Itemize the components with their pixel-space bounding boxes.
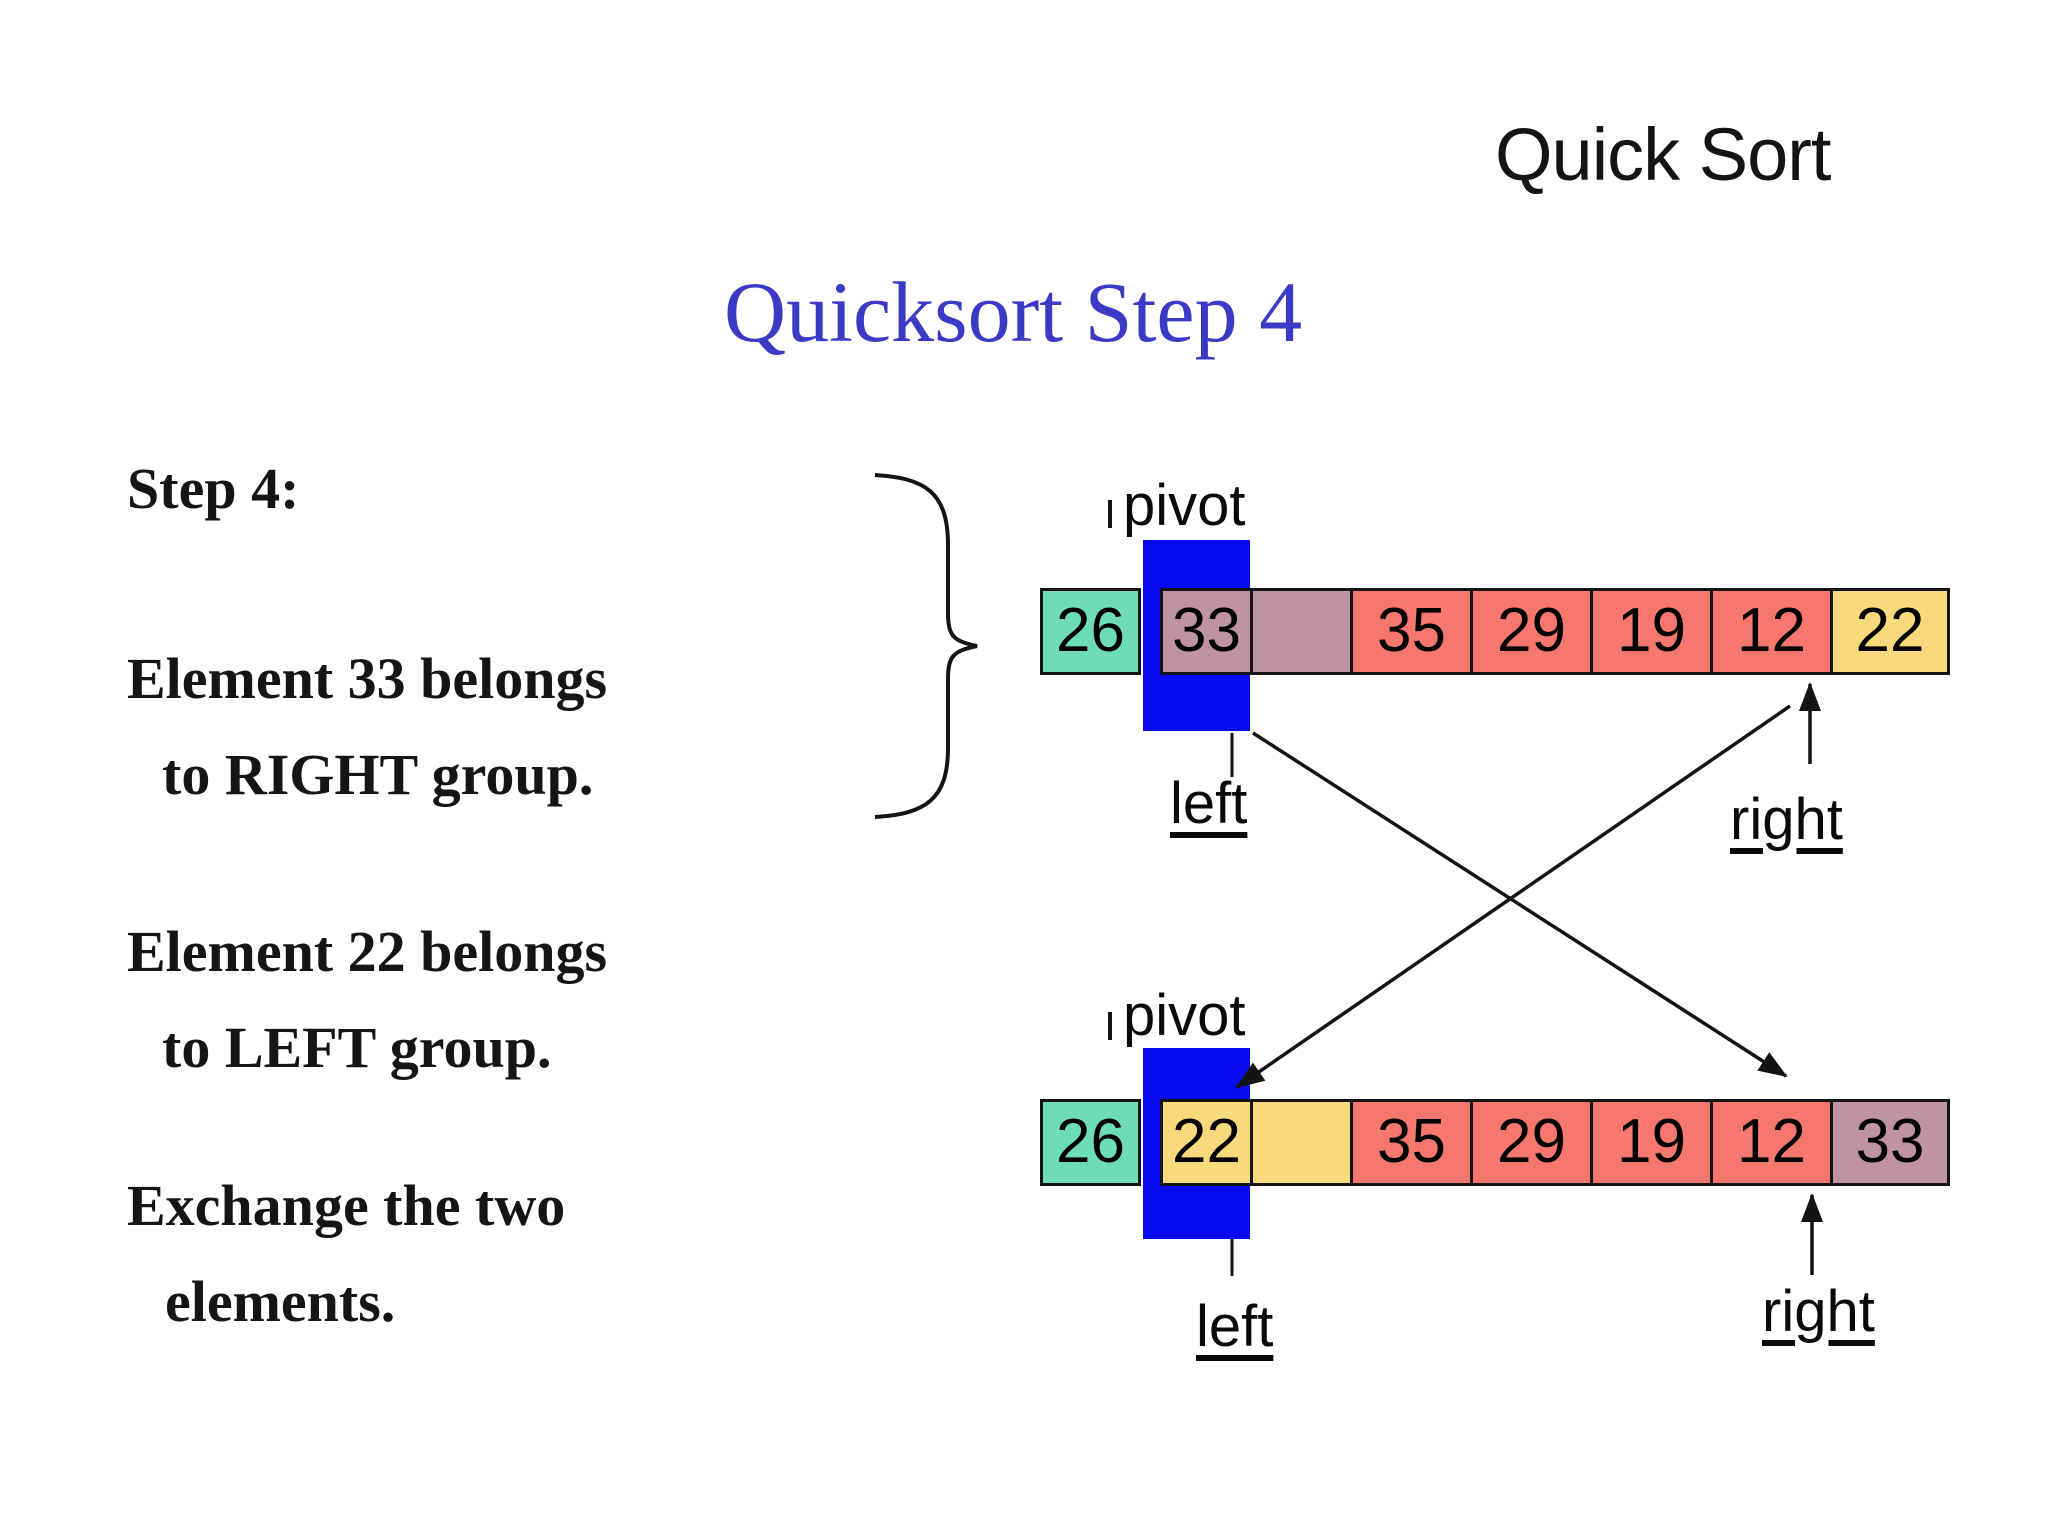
right-label-top: right: [1730, 787, 1843, 852]
array-bottom-cell-2: [1250, 1099, 1353, 1186]
note-para3-line1: Exchange the two: [127, 1173, 566, 1238]
array-top-cell-7: 22: [1830, 588, 1950, 675]
array-top-cell-2: [1250, 588, 1353, 675]
note-para1-line2: to RIGHT group.: [162, 742, 594, 807]
array-bottom-cell-1: 22: [1160, 1099, 1253, 1186]
array-bottom-cell-0: 26: [1040, 1099, 1141, 1186]
pivot-label-top: pivot: [1123, 473, 1246, 538]
array-top-cell-1: 33: [1160, 588, 1253, 675]
array-top-cell-4: 29: [1470, 588, 1593, 675]
note-para3-line2: elements.: [165, 1269, 396, 1334]
right-label-bottom: right: [1762, 1279, 1875, 1344]
pivot-label-bottom: pivot: [1123, 983, 1246, 1048]
array-bottom-cell-3: 35: [1350, 1099, 1473, 1186]
array-bottom-cell-7: 33: [1830, 1099, 1950, 1186]
note-para2-line2: to LEFT group.: [162, 1015, 552, 1080]
left-label-bottom: left: [1196, 1294, 1274, 1359]
note-para1-line1: Element 33 belongs: [127, 646, 608, 711]
curly-brace-icon: [874, 473, 978, 819]
slide-subtitle: Quicksort Step 4: [724, 264, 1303, 360]
array-top-cell-0: 26: [1040, 588, 1141, 675]
array-top-cell-6: 12: [1710, 588, 1833, 675]
left-label-top: left: [1170, 771, 1248, 836]
slide-title: Quick Sort: [1495, 113, 1831, 196]
note-step-label: Step 4:: [127, 456, 300, 521]
exchange-arrow-22-icon: [1235, 704, 1791, 1089]
array-bottom-cell-6: 12: [1710, 1099, 1833, 1186]
array-bottom-cell-4: 29: [1470, 1099, 1593, 1186]
note-para2-line1: Element 22 belongs: [127, 919, 608, 984]
exchange-arrow-33-icon: [1252, 731, 1788, 1078]
array-bottom-cell-5: 19: [1590, 1099, 1713, 1186]
array-top-cell-3: 35: [1350, 588, 1473, 675]
